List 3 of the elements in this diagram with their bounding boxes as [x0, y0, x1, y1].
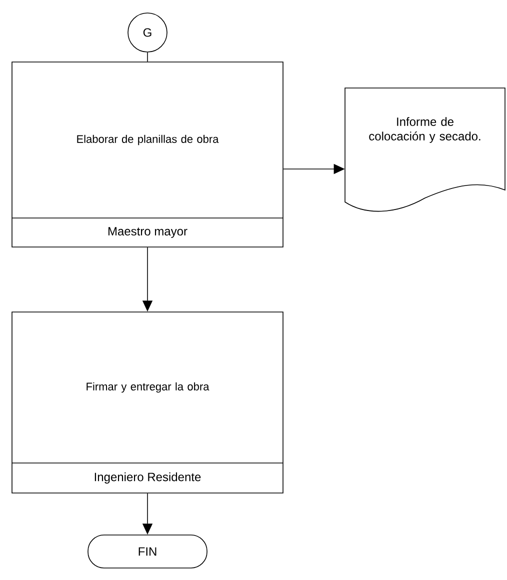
connector-line	[147, 52, 148, 62]
process-box: Firmar y entregar la obra Ingeniero Residente	[12, 312, 284, 494]
process-box: Elaborar de planillas de obra Maestro mayor	[12, 62, 284, 248]
